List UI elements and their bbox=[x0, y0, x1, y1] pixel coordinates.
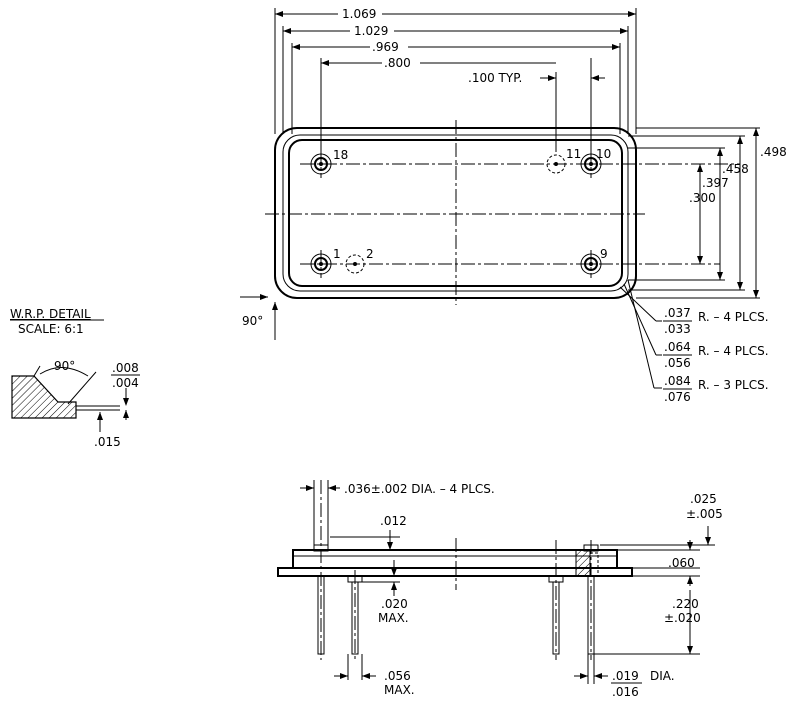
svg-text:.084: .084 bbox=[664, 374, 691, 388]
radius-note-1: .037 .033 R. – 4 PLCS. bbox=[663, 306, 769, 336]
dim-corner-angle: 90° bbox=[242, 314, 263, 328]
svg-text:R. – 4 PLCS.: R. – 4 PLCS. bbox=[698, 344, 769, 358]
pin-2-hidden bbox=[345, 254, 365, 274]
side-body bbox=[292, 549, 618, 569]
side-lead-1 bbox=[313, 480, 329, 660]
radius-note-2: .064 .056 R. – 4 PLCS. bbox=[663, 340, 769, 370]
side-flange-thk-bottom: ±.005 bbox=[686, 507, 723, 521]
side-lead-dia-bottom: .016 bbox=[612, 685, 639, 699]
side-standoff-note: MAX. bbox=[378, 611, 409, 625]
side-view: .036±.002 DIA. – 4 PLCS. .012 .020 MAX. … bbox=[277, 480, 723, 699]
wrp-dim-side: .015 bbox=[94, 435, 121, 449]
svg-text:.033: .033 bbox=[664, 322, 691, 336]
side-lid-thk: .012 bbox=[380, 514, 407, 528]
pin-label-18: 18 bbox=[333, 148, 348, 162]
dim-body-height: .397 bbox=[702, 176, 729, 190]
wrp-angle: 90° bbox=[54, 359, 75, 373]
side-lead-len: .220 bbox=[672, 597, 699, 611]
dim-overall-width: 1.069 bbox=[342, 7, 376, 21]
dim-pin-row-span: .300 bbox=[689, 191, 716, 205]
side-seal-section bbox=[575, 549, 591, 577]
side-lead-len-tol: ±.020 bbox=[664, 611, 701, 625]
side-lead-4 bbox=[583, 540, 599, 660]
pin-label-10: 10 bbox=[596, 147, 611, 161]
svg-text:.056: .056 bbox=[664, 356, 691, 370]
side-pin-dia: .036±.002 DIA. – 4 PLCS. bbox=[344, 482, 495, 496]
side-lead-dia-note: DIA. bbox=[650, 669, 675, 683]
side-lead-dia-top: .019 bbox=[612, 669, 639, 683]
side-pin-pitch: .056 bbox=[384, 669, 411, 683]
wrp-profile bbox=[11, 375, 77, 419]
side-flange-thk-top: .025 bbox=[690, 492, 717, 506]
side-standoff: .020 bbox=[381, 597, 408, 611]
dim-pin-span: .800 bbox=[384, 56, 411, 70]
wrp-dim-top: .008 bbox=[112, 361, 139, 375]
side-lead-3 bbox=[548, 540, 564, 660]
pin-label-9: 9 bbox=[600, 247, 608, 261]
pin-label-2: 2 bbox=[366, 247, 374, 261]
dim-pin-spacing: .100 TYP. bbox=[468, 71, 522, 85]
wrp-detail: W.R.P. DETAIL SCALE: 6:1 90° .008 .004 .… bbox=[10, 307, 140, 449]
side-pin-pitch-note: MAX. bbox=[384, 683, 415, 697]
side-lead-2 bbox=[347, 570, 363, 660]
radius-note-3: .084 .076 R. – 3 PLCS. bbox=[663, 374, 769, 404]
svg-text:.076: .076 bbox=[664, 390, 691, 404]
dim-flange-height: .458 bbox=[722, 162, 749, 176]
dim-body-width: .969 bbox=[372, 40, 399, 54]
svg-text:R. – 4 PLCS.: R. – 4 PLCS. bbox=[698, 310, 769, 324]
top-view: 18 1 2 11 10 9 1.069 1.029 .969 .800 bbox=[240, 7, 787, 404]
wrp-dim-bottom: .004 bbox=[112, 376, 139, 390]
wrp-detail-scale: SCALE: 6:1 bbox=[18, 322, 84, 336]
wrp-detail-title: W.R.P. DETAIL bbox=[10, 307, 91, 321]
pin-11-hidden bbox=[546, 154, 566, 174]
svg-text:R. – 3 PLCS.: R. – 3 PLCS. bbox=[698, 378, 769, 392]
dim-flange-width: 1.029 bbox=[354, 24, 388, 38]
dim-overall-height: .498 bbox=[760, 145, 787, 159]
svg-text:.037: .037 bbox=[664, 306, 691, 320]
pin-label-11: 11 bbox=[566, 147, 581, 161]
pin-label-1: 1 bbox=[333, 247, 341, 261]
side-body-thk: .060 bbox=[668, 556, 695, 570]
svg-text:.064: .064 bbox=[664, 340, 691, 354]
